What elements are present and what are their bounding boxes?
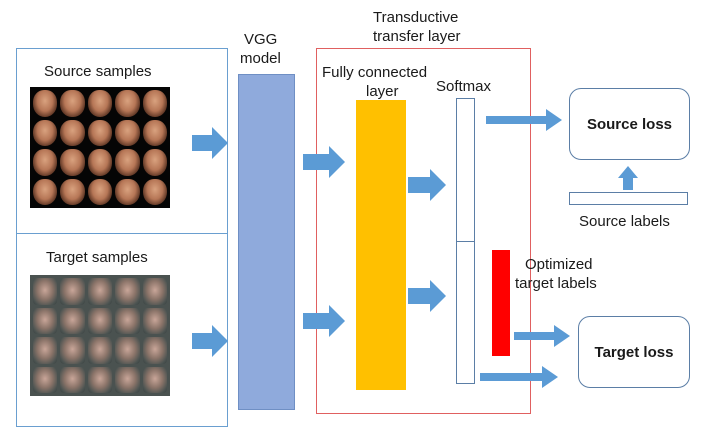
face-image [142,90,167,117]
source-labels-bar [569,192,688,205]
face-image [60,178,85,205]
arrow-target-to-vgg [192,325,228,357]
face-image [115,178,140,205]
face-image [142,178,167,205]
face-image [142,119,167,146]
arrow-vgg-to-fc-source [303,146,345,178]
optimized-labels-line2: target labels [515,275,597,292]
transfer-layer-label-line2: transfer layer [373,28,461,45]
face-image [60,366,85,393]
face-image [87,337,113,364]
fc-layer-label-line1: Fully connected [322,64,428,81]
vgg-label-line1: VGG [244,31,278,48]
vgg-label-line2: model [240,50,281,67]
face-image [33,119,58,146]
target-face-grid [30,275,170,396]
face-image [115,366,140,393]
face-image [115,149,140,176]
face-image [87,149,113,176]
face-image [33,366,58,393]
face-image [115,307,140,334]
face-image [87,178,113,205]
softmax-divider [456,241,475,242]
face-image [87,119,113,146]
face-image [142,337,167,364]
face-image [60,337,85,364]
target-loss-box: Target loss [578,316,690,388]
face-image [87,307,113,334]
face-image [87,90,113,117]
arrow-source-labels-to-loss [618,166,638,190]
face-image [60,307,85,334]
arrow-fc-to-softmax-source [408,169,446,201]
optimized-labels-bar [492,250,510,356]
face-image [142,278,167,305]
source-face-grid [30,87,170,208]
face-image [33,90,58,117]
arrow-labels-to-target-loss [514,325,570,347]
vgg-model-block [238,74,295,410]
face-image [115,278,140,305]
arrow-fc-to-softmax-target [408,280,446,312]
face-image [115,90,140,117]
source-loss-box: Source loss [569,88,690,160]
transfer-layer-label-line1: Transductive [373,9,459,26]
face-image [142,149,167,176]
face-image [87,366,113,393]
arrow-softmax-to-source-loss [486,109,562,131]
target-samples-label: Target samples [46,249,148,266]
arrow-group [192,109,638,388]
source-samples-label: Source samples [44,63,152,80]
face-image [60,90,85,117]
face-image [33,307,58,334]
arrow-softmax-to-target-loss [480,366,558,388]
arrow-vgg-to-fc-target [303,305,345,337]
softmax-label: Softmax [436,78,492,95]
face-image [60,119,85,146]
face-image [33,149,58,176]
face-image [33,337,58,364]
face-image [33,178,58,205]
source-labels-label: Source labels [579,213,670,230]
face-image [87,278,113,305]
fc-layer-label-line2: layer [366,83,399,100]
face-image [60,278,85,305]
optimized-labels-line1: Optimized [525,256,593,273]
face-image [142,366,167,393]
transfer-layer-frame [316,48,531,414]
face-image [33,278,58,305]
face-image [142,307,167,334]
fc-layer-block [356,100,406,390]
face-image [115,119,140,146]
face-image [115,337,140,364]
face-image [60,149,85,176]
arrow-source-to-vgg [192,127,228,159]
